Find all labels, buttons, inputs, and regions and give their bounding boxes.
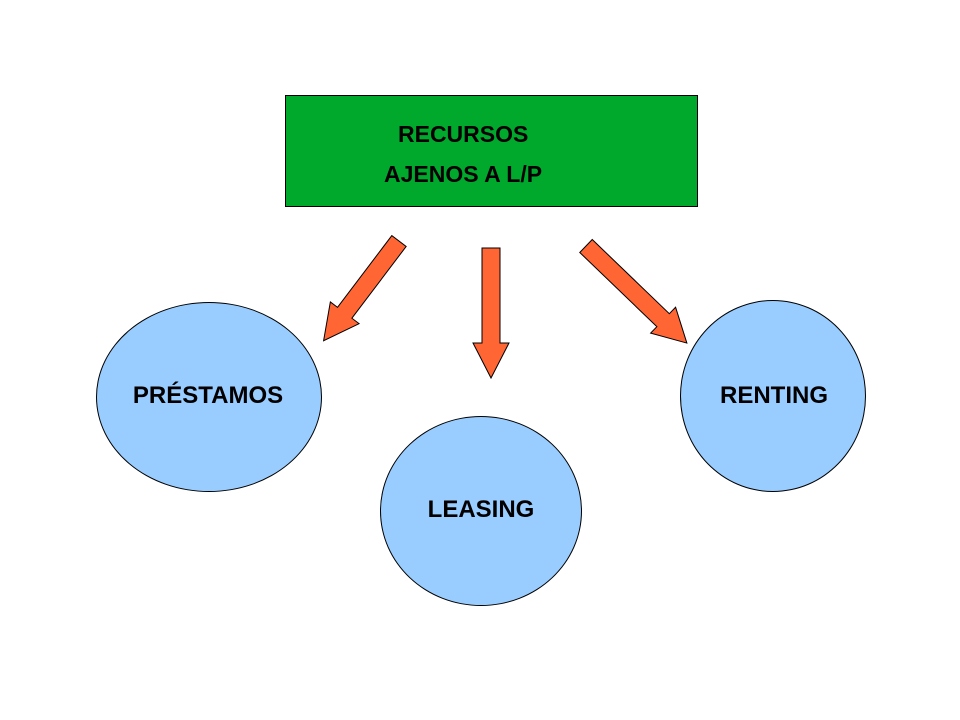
arrow-to-renting [579,238,688,344]
arrow-to-prestamos [322,234,407,342]
node-renting-label: RENTING [720,382,828,409]
node-leasing [380,416,582,606]
root-node-box: RECURSOS AJENOS A L/P [285,95,698,207]
node-leasing-label: LEASING [427,496,535,523]
root-node-title-line1: RECURSOS [398,121,529,147]
arrow-to-leasing [472,247,510,380]
root-node-title-line2: AJENOS A L/P [384,161,543,187]
node-renting [680,300,866,492]
node-prestamos [96,302,322,492]
node-prestamos-label: PRÉSTAMOS [132,382,284,409]
